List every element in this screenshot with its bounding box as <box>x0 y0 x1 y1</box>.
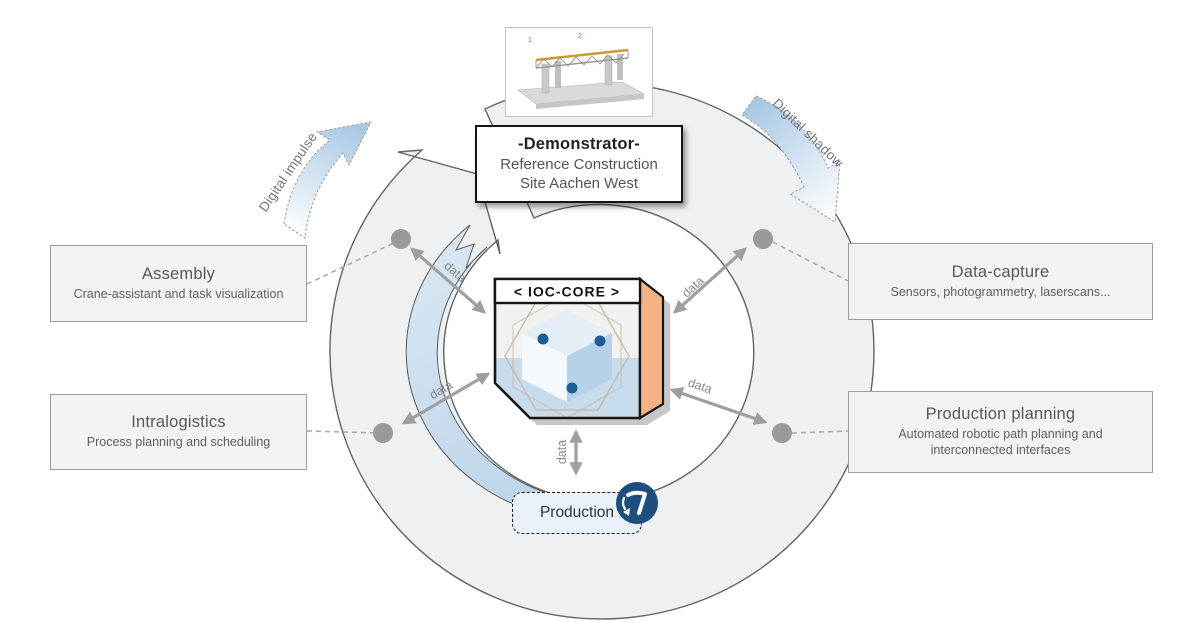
node-intralogistics: Intralogistics Process planning and sche… <box>50 394 307 470</box>
cube-left-face <box>522 333 567 402</box>
ioc-core-label: < IOC-CORE > <box>514 284 620 300</box>
bridge-illustration: 1 2 <box>516 33 646 109</box>
bridge-pillar-right-back <box>617 54 623 80</box>
production-planning-subtitle: Automated robotic path planning and inte… <box>898 427 1103 457</box>
production-title: Production <box>539 504 615 521</box>
ioc-core-side-panel <box>638 276 665 420</box>
bridge-pillar-left <box>541 63 550 94</box>
dot-data-capture <box>753 229 773 249</box>
truss-top-chord <box>535 48 629 62</box>
demonstrator-title: -Demonstrator- <box>518 135 640 154</box>
bridge-truss <box>535 48 629 69</box>
dot-assembly <box>391 229 411 249</box>
ioc-core-box: < IOC-CORE > <box>493 276 670 425</box>
dot-intralogistics <box>373 423 393 443</box>
node-production-planning: Production planning Automated robotic pa… <box>848 391 1153 473</box>
dot-production-planning <box>772 423 792 443</box>
connector-assembly <box>306 240 399 285</box>
cube-node-dot <box>537 333 549 345</box>
data-capture-title: Data-capture <box>951 262 1050 281</box>
cube-node-dot <box>594 335 606 347</box>
robot-arm-badge <box>615 481 659 525</box>
data-capture-subtitle: Sensors, photogrammetry, laserscans... <box>890 284 1111 299</box>
data-arrow-assembly <box>409 247 487 314</box>
node-data-capture: Data-capture Sensors, photogrammetry, la… <box>848 243 1153 320</box>
cube-right-face <box>567 333 612 402</box>
assembly-title: Assembly <box>141 264 216 283</box>
photo-annotation-2: 2 <box>578 33 582 40</box>
demonstrator-subtitle: Reference Construction Site Aachen West <box>500 156 658 192</box>
data-arrow-intralogistics <box>401 372 491 425</box>
data-arrow-data-capture <box>673 247 747 314</box>
connector-intralogistics <box>306 430 381 434</box>
digital-shadow-arrow <box>741 95 841 223</box>
data-label-production: data <box>555 439 569 465</box>
data-arrows <box>401 247 768 476</box>
bridge-slab-front <box>536 94 644 109</box>
impulse-inner-band <box>405 224 586 522</box>
dashed-connectors <box>306 240 849 434</box>
robot-arm-glyph <box>626 490 647 515</box>
cube-node-dot <box>566 382 578 394</box>
robot-arm-icon <box>616 482 658 524</box>
production-planning-title: Production planning <box>925 405 1076 424</box>
ioc-core-header <box>493 277 642 305</box>
robot-arm-gripper <box>622 496 627 511</box>
core-cube <box>522 310 612 402</box>
intralogistics-subtitle: Process planning and scheduling <box>86 435 271 450</box>
digital-impulse-arrow <box>283 121 372 239</box>
assembly-subtitle: Crane-assistant and task visualization <box>73 286 284 301</box>
data-arrow-production-planning <box>669 387 768 425</box>
bridge-pillar-left-back <box>555 61 561 88</box>
node-assembly: Assembly Crane-assistant and task visual… <box>50 245 307 322</box>
ring-dots <box>373 229 792 443</box>
demonstrator-photo: 1 2 <box>505 27 653 117</box>
photo-annotation-1: 1 <box>528 37 532 44</box>
truss-diagonals <box>535 53 625 69</box>
connector-production-planning <box>791 430 849 434</box>
demonstrator-box: -Demonstrator- Reference Construction Si… <box>475 125 683 203</box>
robot-arm-base <box>623 508 630 516</box>
intralogistics-title: Intralogistics <box>131 413 226 432</box>
